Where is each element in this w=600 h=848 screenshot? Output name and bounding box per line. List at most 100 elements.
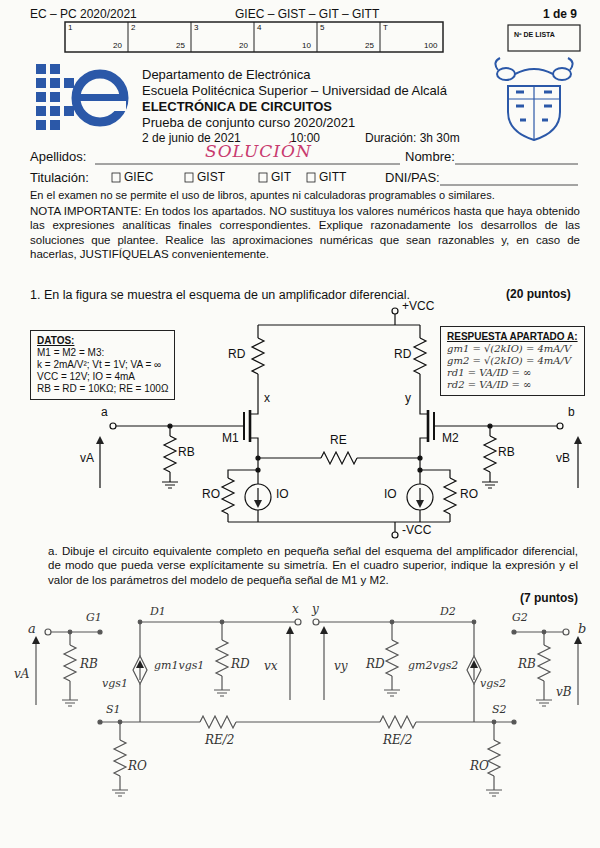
score-table [65, 22, 580, 52]
handwritten-label: G2 [512, 612, 528, 625]
small-signal-sketch-circle [295, 619, 301, 625]
differential-amplifier-schematic-circle [110, 423, 116, 429]
handwritten-label: RE/2 [205, 734, 234, 748]
small-signal-sketch-circle [98, 630, 102, 634]
circuit-label: RB [178, 446, 195, 460]
differential-amplifier-schematic-path [419, 488, 420, 506]
differential-amplifier-schematic-path [449, 514, 450, 522]
circuit-label: RD [394, 348, 411, 362]
differential-amplifier-schematic-symbol [414, 338, 426, 374]
box-line: gm2 = √(2kIO) = 4mA/V [447, 355, 578, 367]
differential-amplifier-schematic-path [434, 425, 557, 426]
small-signal-sketch-path [323, 628, 324, 700]
handwritten-label: S1 [106, 704, 121, 717]
differential-amplifier-schematic-path [169, 426, 170, 436]
department-logo-rect [36, 120, 46, 130]
university-crest-path [508, 86, 560, 140]
differential-amplifier-schematic-path [577, 438, 578, 488]
differential-amplifier-schematic-path [489, 472, 490, 482]
differential-amplifier-schematic-circle [256, 456, 260, 460]
small-signal-sketch-path [473, 684, 474, 722]
differential-amplifier-schematic-path [169, 472, 170, 482]
form-lines-rect [185, 173, 193, 182]
circuit-label: x [264, 392, 270, 406]
differential-amplifier-schematic-symbol [222, 478, 234, 514]
small-signal-sketch-symbol [214, 690, 230, 696]
department-logo-circle [76, 74, 124, 122]
points-label: (7 puntos) [520, 592, 578, 606]
score-cell: 25 [365, 41, 374, 50]
university-crest-path [508, 86, 560, 140]
small-signal-sketch-symbol [488, 740, 500, 776]
score-cell: 100 [424, 41, 437, 50]
small-signal-sketch-symbol [62, 700, 78, 706]
answer-box: RESPUESTA APARTADO A:gm1 = √(2kIO) = 4mA… [440, 326, 585, 396]
circuit-label: RE [330, 434, 347, 448]
small-signal-sketch-path [391, 676, 392, 690]
small-signal-sketch-symbol [538, 645, 550, 681]
small-signal-sketch-path [35, 638, 36, 705]
score-cell: 1 [68, 23, 72, 32]
box-heading: DATOS: [37, 335, 168, 347]
header-text: 1 de 9 [543, 8, 577, 22]
handwritten-label: vA [14, 668, 29, 682]
handwritten-label: vgs2 [480, 678, 506, 691]
differential-amplifier-schematic-path [257, 510, 258, 522]
differential-amplifier-schematic-circle [392, 532, 398, 538]
instruction-text: NOTA IMPORTANTE: En todos los apartados.… [30, 204, 580, 261]
differential-amplifier-schematic-symbol [484, 436, 496, 472]
department-logo-rect [50, 92, 60, 102]
box-line: gm1 = √(2kIO) = 4mA/V [447, 343, 578, 355]
department-logo-rect [108, 101, 126, 111]
form-field: GIT [271, 171, 291, 185]
points-label: (20 puntos) [506, 288, 571, 302]
differential-amplifier-schematic-path [249, 410, 252, 442]
differential-amplifier-schematic-path [489, 426, 490, 436]
differential-amplifier-schematic-path [227, 514, 228, 522]
handwritten-label: b [578, 622, 586, 637]
differential-amplifier-schematic-circle [392, 308, 398, 314]
header-text: GIEC – GIST – GIT – GITT [235, 8, 379, 22]
handwritten-label: RD [366, 658, 385, 672]
university-crest-ellipse [553, 68, 571, 80]
differential-amplifier-schematic-symbol [444, 478, 456, 514]
differential-amplifier-schematic-path [419, 325, 420, 338]
form-field: GITT [319, 171, 346, 185]
small-signal-sketch-path [543, 681, 544, 700]
differential-amplifier-schematic-path [419, 510, 420, 522]
small-signal-sketch-symbol [64, 645, 76, 681]
form-lines-rect [259, 173, 267, 182]
differential-amplifier-schematic-path [420, 470, 450, 478]
differential-amplifier-schematic-path [228, 470, 258, 478]
question-text: 1. En la figura se muestra el esquema de… [30, 288, 410, 302]
handwritten-label: vy [334, 660, 348, 674]
small-signal-sketch-symbol [114, 740, 126, 776]
department-logo-rect [50, 120, 60, 130]
score-cell: 4 [257, 23, 261, 32]
small-signal-sketch-path [139, 684, 140, 722]
handwritten-label: RO [470, 760, 489, 774]
handwritten-label: y [312, 603, 319, 617]
circuit-label: -VCC [402, 524, 431, 538]
differential-amplifier-schematic-path [257, 488, 258, 506]
box-line: k = 2mA/V²; Vt = 1V; VA = ∞ [37, 359, 168, 371]
small-signal-sketch-circle [512, 630, 516, 634]
small-signal-sketch-symbol [200, 716, 236, 728]
score-cell: 10 [302, 41, 311, 50]
header-text: EC – PC 2020/2021 [30, 8, 137, 22]
circuit-label: vA [80, 452, 94, 466]
small-signal-sketch-path [473, 662, 474, 680]
small-signal-sketch-symbol [384, 690, 400, 696]
small-signal-sketch-circle [512, 720, 516, 724]
differential-amplifier-schematic-circle [407, 484, 433, 510]
small-signal-sketch-circle [45, 629, 51, 635]
small-signal-sketch-circle [313, 619, 319, 625]
handwritten-label: gm1vgs1 [154, 660, 204, 673]
handwritten-label: vB [556, 686, 572, 700]
circuit-label: y [405, 392, 411, 406]
differential-amplifier-schematic-path [258, 457, 321, 458]
small-signal-sketch-path [493, 776, 494, 790]
small-signal-sketch-path [69, 681, 70, 700]
box-line: M1 = M2 = M3: [37, 347, 168, 359]
small-signal-sketch-path [119, 722, 120, 740]
